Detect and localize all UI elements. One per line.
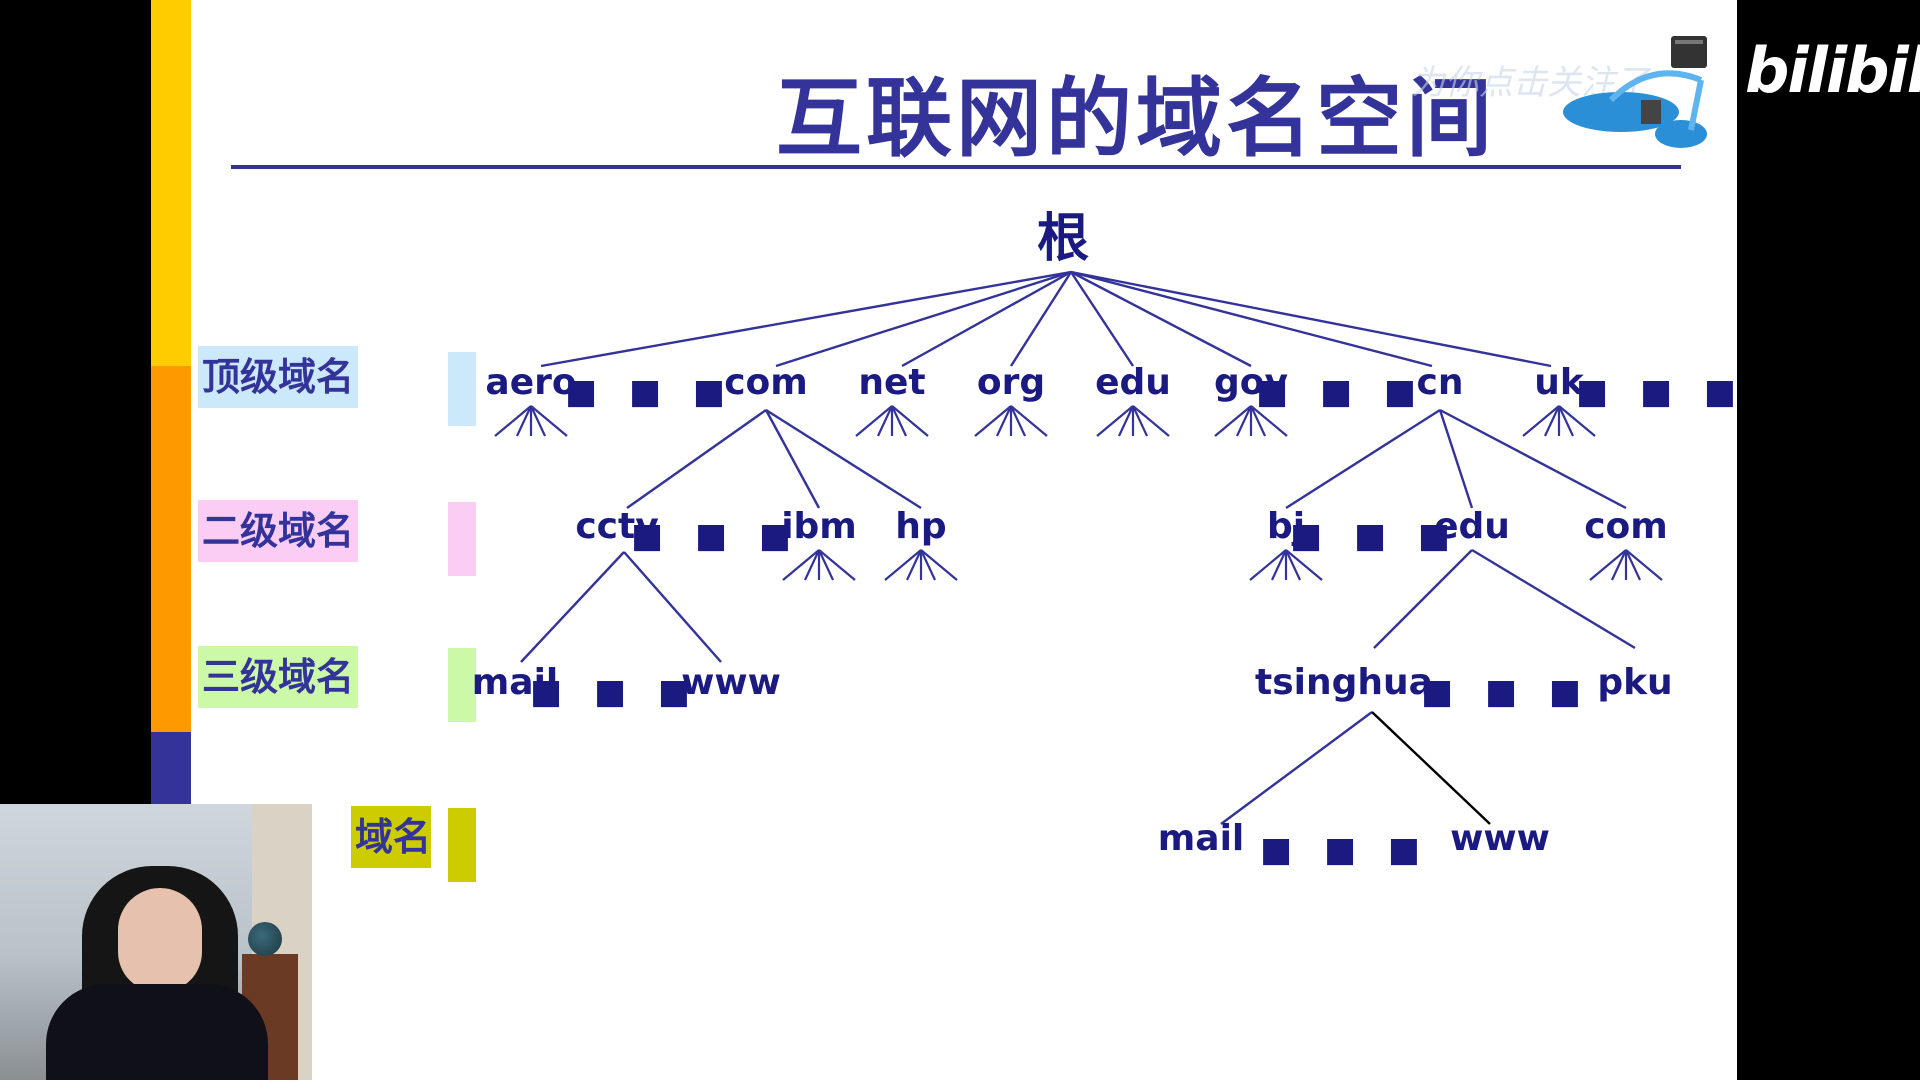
domain-tree xyxy=(494,270,1663,825)
tree-edge xyxy=(540,270,1072,368)
ellipsis-dots: ■ ■ ■ xyxy=(1420,672,1592,712)
tree-edge xyxy=(1009,271,1073,367)
top-domain-edu: edu xyxy=(1095,362,1171,403)
subtree-fan-icon xyxy=(1249,549,1323,581)
subtree-fan-icon xyxy=(884,549,958,581)
ellipsis-dots: ■ ■ ■ xyxy=(529,672,701,712)
subtree-fan-icon xyxy=(1522,405,1596,437)
subtree-fan-icon xyxy=(1589,549,1663,581)
ellipsis-dots: ■ ■ ■ xyxy=(1289,516,1461,556)
tree-root: 根 xyxy=(1036,209,1090,269)
third-domain-pku: pku xyxy=(1597,662,1673,703)
second-domain-cn-edu: edu xyxy=(1434,506,1510,547)
tree-edge xyxy=(1070,270,1552,368)
top-domain-net: net xyxy=(858,362,926,403)
tree-edge xyxy=(626,409,767,509)
tree-edge xyxy=(623,551,722,663)
subtree-fan-icon xyxy=(782,549,856,581)
third-domain-tsinghua: tsinghua xyxy=(1255,662,1433,703)
top-domain-org: org xyxy=(976,362,1046,403)
subtree-fan-icon xyxy=(1096,405,1170,437)
tree-edge xyxy=(765,408,922,510)
level-label-second: 二级域名 xyxy=(198,500,358,562)
second-domain-cctv: cctv xyxy=(575,506,659,547)
presenter-webcam xyxy=(0,804,312,1080)
top-domain-aero: aero xyxy=(485,362,577,403)
fourth-domain-www: www xyxy=(1450,818,1550,859)
level-label-third: 三级域名 xyxy=(198,646,358,708)
tree-edge xyxy=(901,270,1072,368)
globe-icon xyxy=(248,922,282,956)
second-domain-cn-com: com xyxy=(1584,506,1668,547)
level-swatch-second xyxy=(448,502,476,576)
fourth-domain-mail: mail xyxy=(1157,818,1245,859)
ellipsis-dots: ■ ■ ■ xyxy=(1575,372,1737,412)
second-domain-cn-bj: bj xyxy=(1266,506,1306,547)
tree-edge xyxy=(1373,549,1473,649)
tree-edge xyxy=(775,270,1072,368)
ellipsis-dots: ■ ■ ■ xyxy=(1255,372,1427,412)
tree-edge xyxy=(1471,548,1636,650)
ellipsis-dots: ■ ■ ■ xyxy=(564,372,736,412)
ellipsis-dots: ■ ■ ■ xyxy=(630,516,802,556)
third-domain-mail: mail xyxy=(471,662,559,703)
third-domain-www: www xyxy=(681,662,781,703)
tree-edge xyxy=(1371,711,1491,825)
title-divider xyxy=(231,165,1681,169)
level-swatch-top xyxy=(448,352,476,426)
subtree-fan-icon xyxy=(1214,405,1288,437)
level-swatch-third xyxy=(448,648,476,722)
tree-edge xyxy=(1070,270,1252,368)
second-domain-ibm: ibm xyxy=(781,506,857,547)
second-domain-hp: hp xyxy=(895,506,947,547)
subtree-fan-icon xyxy=(974,405,1048,437)
tree-edge xyxy=(1220,711,1373,825)
top-domain-uk: uk xyxy=(1534,362,1584,403)
bilibili-logo: bilibili xyxy=(1745,34,1920,107)
tree-edge xyxy=(1439,408,1627,510)
subtree-fan-icon xyxy=(494,405,568,437)
top-domain-gov: gov xyxy=(1214,362,1288,403)
tree-edge xyxy=(520,551,625,663)
level-label-fourth: 域名 xyxy=(351,806,431,868)
network-logo-icon xyxy=(1563,36,1707,148)
slide-title: 互联网的域名空间 xyxy=(776,69,1496,169)
level-swatch-fourth xyxy=(448,808,476,882)
tree-edge xyxy=(1285,408,1441,510)
top-domain-com: com xyxy=(724,362,808,403)
accent-bar-yellow xyxy=(151,0,191,366)
tree-edge xyxy=(1069,271,1135,367)
level-label-top: 顶级域名 xyxy=(198,346,358,408)
ellipsis-dots: ■ ■ ■ xyxy=(1259,830,1431,870)
tree-edge xyxy=(1070,270,1433,368)
tree-edge xyxy=(1438,409,1474,509)
top-domain-cn: cn xyxy=(1416,362,1464,403)
accent-bar-orange xyxy=(151,366,191,732)
subtree-fan-icon xyxy=(855,405,929,437)
tree-edge xyxy=(764,409,821,509)
